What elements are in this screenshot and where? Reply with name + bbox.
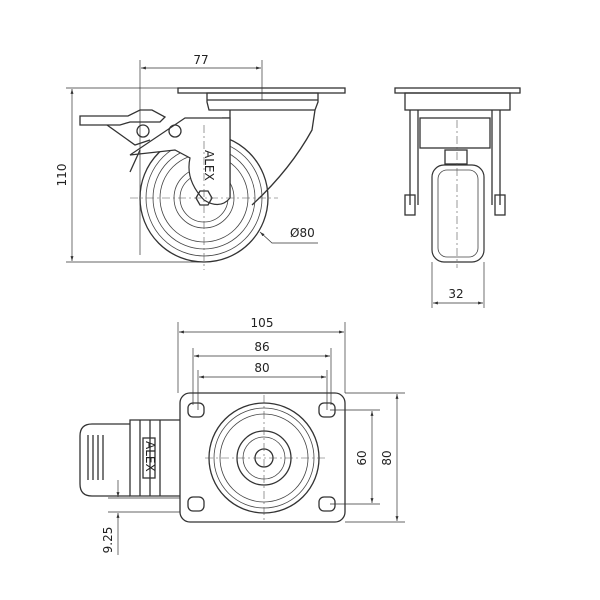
dim-77: 77 [193,53,208,67]
brake-pedal [79,423,130,497]
mounting-plate [177,87,346,94]
fork-leg [222,109,316,206]
swivel-bearing [404,92,511,111]
fork-legs [409,110,501,205]
brake-pad [444,149,468,165]
brake-housing [129,419,180,497]
dim-110: 110 [55,164,69,187]
wheel-tread [431,164,485,263]
logo-alex: ALEX [143,441,157,472]
swivel-bearing [206,92,319,111]
top-view: ALEX 105 86 80 60 80 9.25 [79,316,405,555]
bolt-holes [187,402,336,512]
rivet-icon [136,124,150,138]
brake-housing [419,117,491,149]
dim-80-vertical: 80 [380,450,394,465]
dim-9-25: 9.25 [101,527,115,554]
dim-32: 32 [448,287,463,301]
dim-diameter-80: Ø80 [290,226,315,240]
rivet-icon [168,124,182,138]
mounting-plate [394,87,521,94]
mounting-plate [179,392,346,523]
dim-60: 60 [355,450,369,465]
axle-nut-right [494,194,506,216]
side-view: ALEX 77 110 Ø80 [55,53,346,270]
pedal-grip-ribs [87,435,104,480]
logo-plate [142,437,156,479]
dim-80-horizontal: 80 [254,361,269,375]
brake-lever [79,109,167,126]
front-view: 32 [394,87,521,308]
axle-nut-left [404,194,416,216]
dim-86: 86 [254,340,269,354]
logo-alex: ALEX [202,150,216,181]
dim-105: 105 [251,316,274,330]
brake-pedal-link [106,124,151,173]
